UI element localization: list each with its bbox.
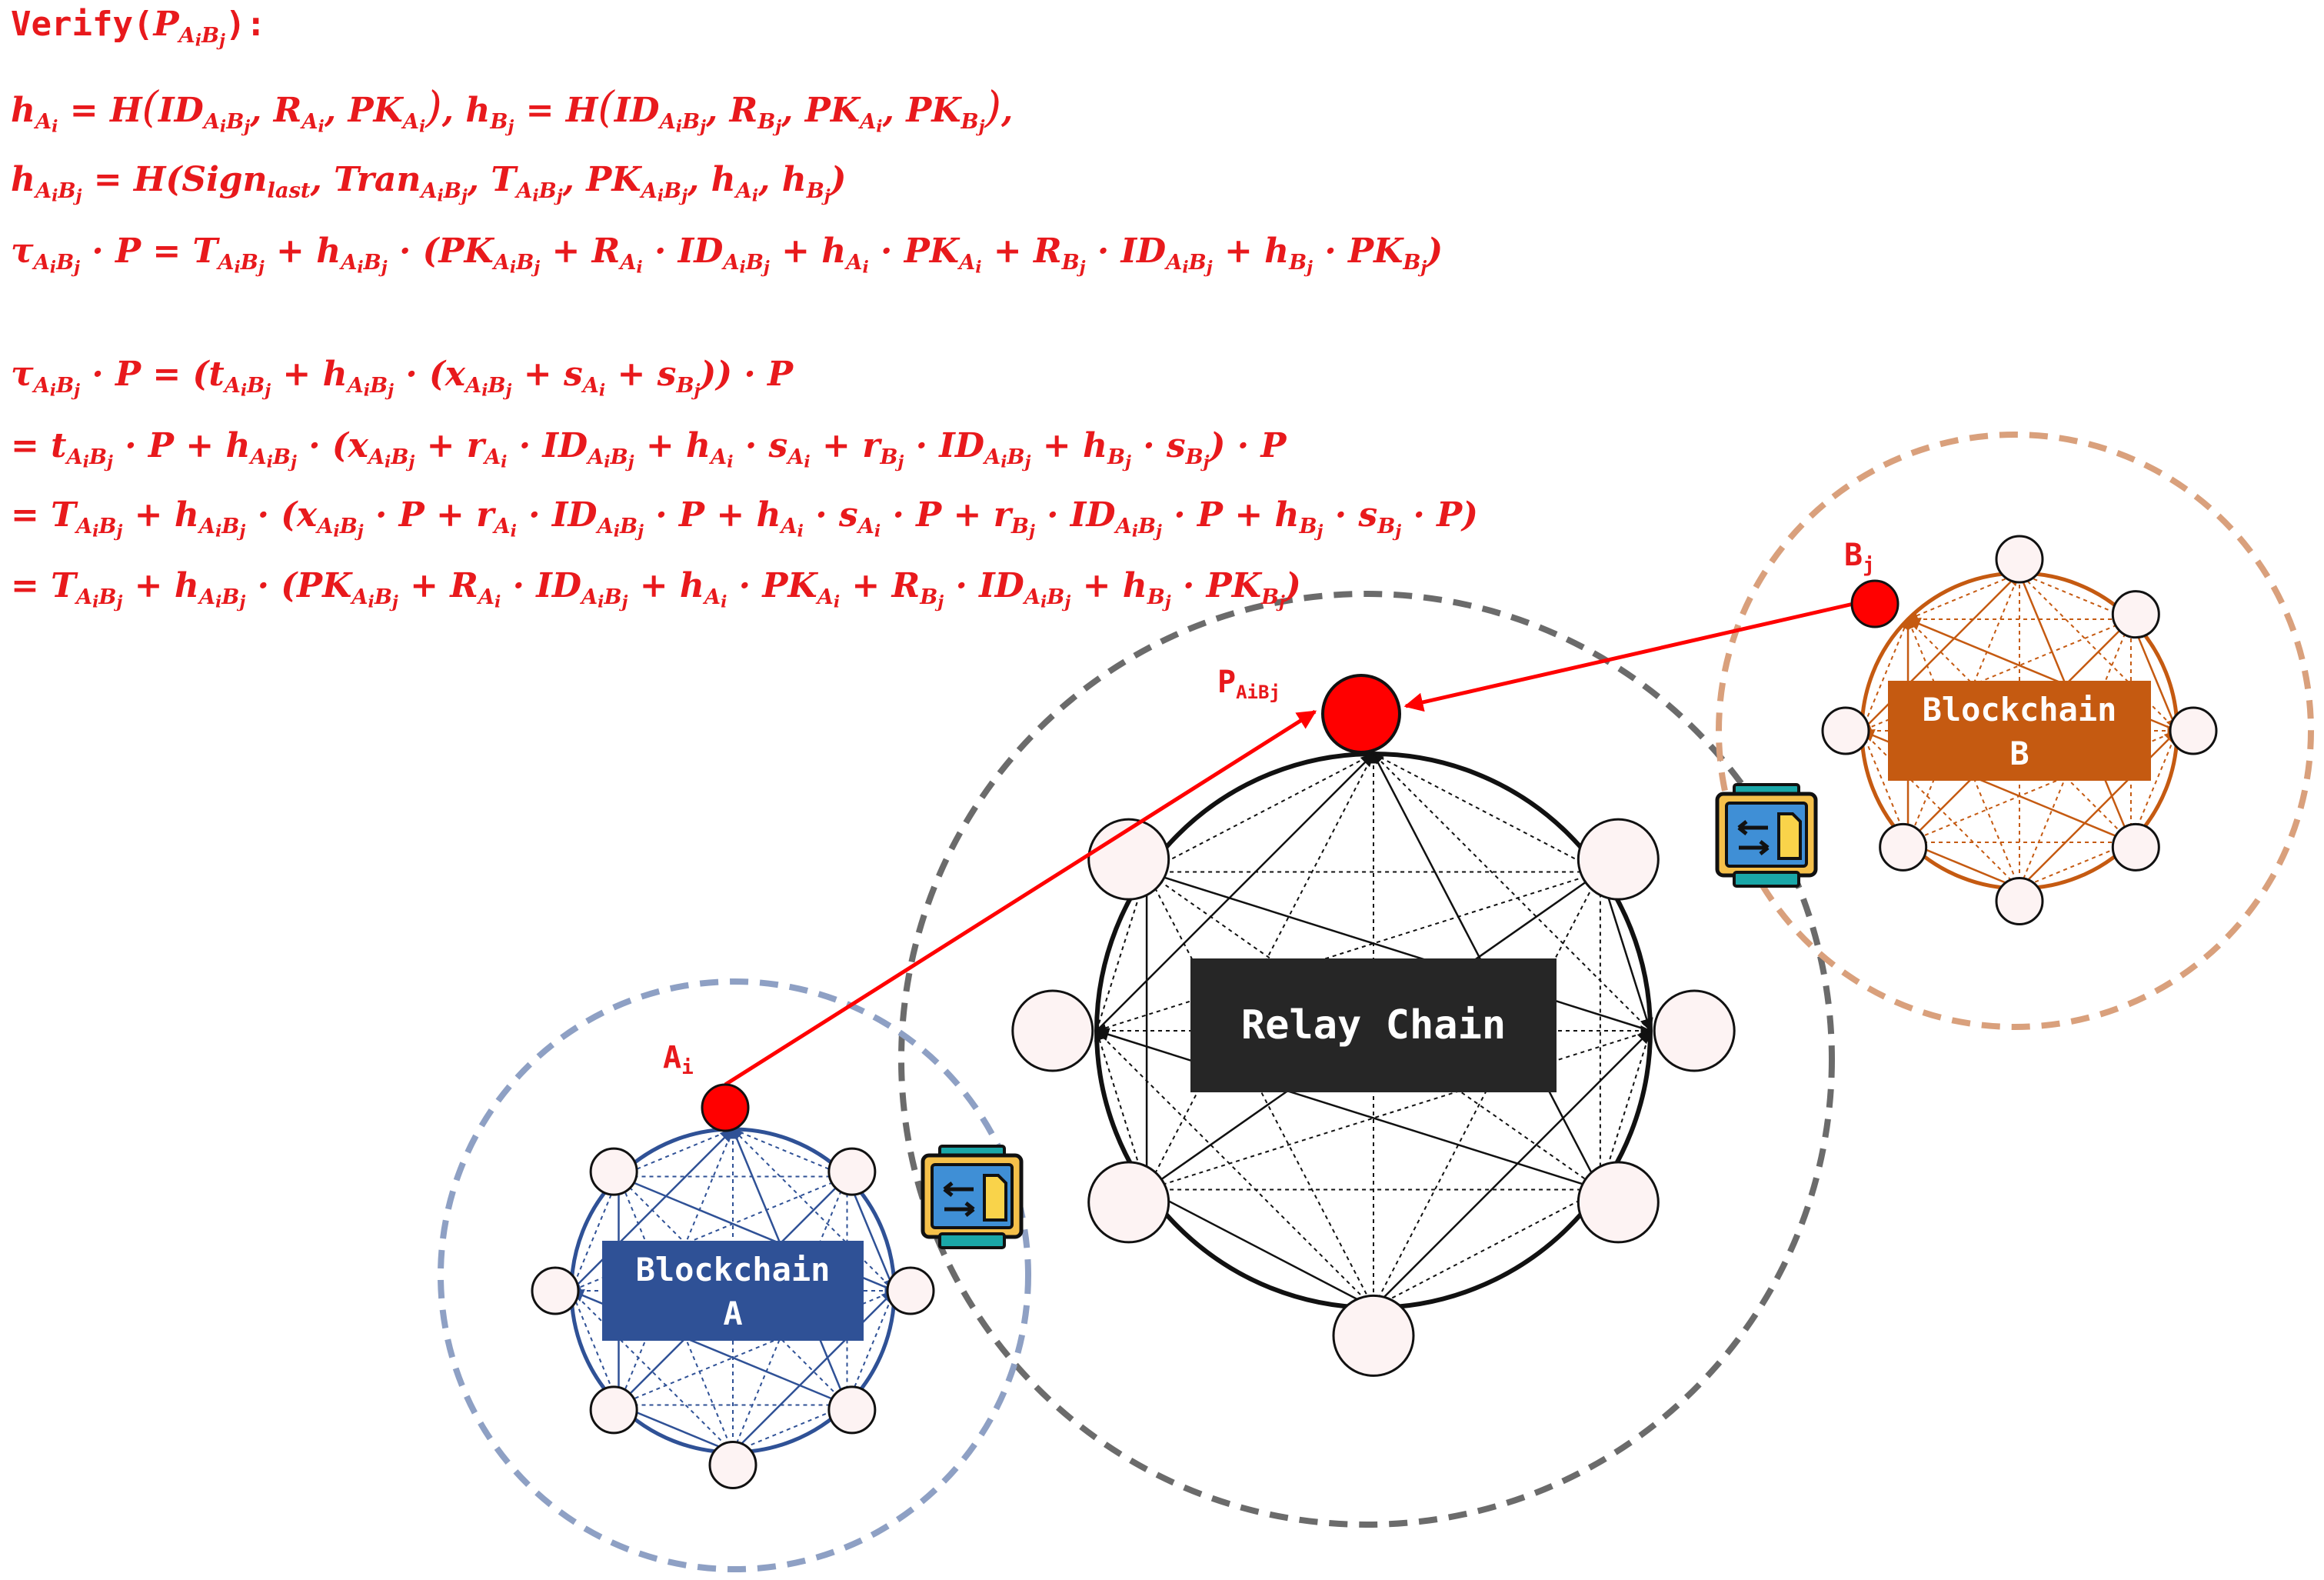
formula-line-4: τAiBj · P = TAiBj + hAiBj · (PKAiBj + RA… [11,232,1443,278]
relay-chain-link [1373,753,1651,1032]
ai-to-relay-arrow [724,709,1317,1087]
node-p-aibj [1321,674,1401,754]
relay-chain-node [1577,1161,1660,1244]
blockchain-b-link [1906,572,2020,844]
relay-chain-link [1146,871,1374,1308]
blockchain-a-label-line2: A [723,1295,742,1332]
blockchain-b-node [1879,822,1928,872]
blockchain-a-link [732,1289,896,1453]
blockchain-b-box: Blockchain B [1888,681,2151,781]
blockchain-a-network [531,1127,935,1489]
relay-chain-link [1095,1028,1601,1191]
relay-chain-link [1096,1030,1374,1308]
blockchain-a-node [886,1266,935,1315]
relay-chain-link [1372,1188,1601,1308]
relay-chain-link [1096,752,1375,1032]
relay-chain-boundary [898,591,1835,1528]
blockchain-b-node [1995,877,2044,925]
blockchain-b-label-line2: B [2009,735,2029,772]
blockchain-b-node [2169,706,2218,755]
relay-chain-link [1373,753,1602,873]
relay-chain-node [1332,1294,1415,1377]
node-p-label: PAiBj [1217,665,1280,703]
blockchain-a-label-line1: Blockchain [636,1251,831,1288]
blockchain-b-node [1821,706,1870,755]
relay-chain-node [1087,818,1170,901]
transfer-document-icon [921,1145,1024,1249]
node-ai [701,1083,750,1132]
formula-line-7: = TAiBj + hAiBj · (xAiBj · P + rAi · IDA… [11,495,1478,542]
blockchain-a-node [708,1441,757,1489]
blockchain-b-link [1860,618,2132,732]
blockchain-b-link [2018,618,2132,890]
blockchain-b-link [1860,729,1909,843]
relay-chain-node [1653,989,1736,1072]
blockchain-a-node [827,1385,877,1435]
blockchain-b-node [2111,590,2160,639]
transfer-document-icon [1715,783,1818,888]
relay-chain-label: Relay Chain [1241,1002,1506,1048]
formula-line-2: hAi = H(IDAiBj, RAi, PKAi), hBj = H(IDAi… [11,82,1014,137]
relay-chain-link [1095,871,1601,1033]
relay-chain-link [1373,872,1601,1309]
relay-chain-box: Relay Chain [1190,958,1557,1092]
relay-chain-link [1145,1188,1374,1309]
relay-chain-link [1094,1029,1148,1190]
relay-chain-link [1146,753,1374,1191]
verify-label: Verify [11,5,133,44]
relay-chain-node [1011,989,1094,1072]
blockchain-a-node [531,1266,580,1315]
node-bj [1850,579,1899,628]
relay-chain-node [1087,1161,1170,1244]
blockchain-b-link [1906,572,2020,621]
formula-line-3: hAiBj = H(Signlast, TranAiBj, TAiBj, PKA… [11,160,847,206]
formula-line-6: = tAiBj · P + hAiBj · (xAiBj + rAi · IDA… [11,426,1287,472]
blockchain-b-link [1861,730,2020,889]
blockchain-b-link [1906,618,2020,889]
blockchain-a-node [589,1147,638,1196]
blockchain-a-boundary [438,978,1031,1572]
node-bj-label: Bj [1844,538,1875,577]
bj-to-relay-arrow [1403,602,1854,712]
blockchain-b-node [1995,535,2044,584]
relay-chain-link [1145,753,1374,873]
blockchain-a-node [827,1147,877,1196]
blockchain-a-link [731,1404,847,1454]
blockchain-b-label-line1: Blockchain [1923,691,2117,728]
blockchain-a-node [589,1385,638,1435]
blockchain-b-link [1861,618,1909,732]
blockchain-b-link [2018,842,2132,890]
relay-chain-link [1145,1030,1651,1192]
formula-line-1: Verify(PAiBj): [11,5,266,51]
node-ai-label: Ai [663,1040,694,1079]
relay-chain-link [1145,868,1651,1032]
blockchain-a-link [570,1289,620,1405]
blockchain-b-boundary [1716,432,2314,1030]
formula-line-5: τAiBj · P = (tAiBj + hAiBj · (xAiBj + sA… [11,355,794,401]
blockchain-a-box: Blockchain A [602,1241,864,1341]
relay-chain-node [1577,818,1660,901]
blockchain-b-network [1821,535,2218,925]
formula-line-8: = TAiBj + hAiBj · (PKAiBj + RAi · IDAiBj… [11,566,1301,612]
relay-chain-link [1373,1029,1652,1308]
blockchain-b-node [2111,822,2160,872]
